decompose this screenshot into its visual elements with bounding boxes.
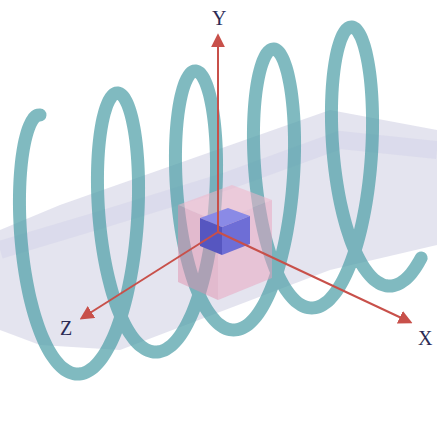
axis-label: X bbox=[418, 328, 432, 348]
outer-cube bbox=[178, 185, 272, 300]
helix-ribbon bbox=[19, 27, 421, 374]
helix-path bbox=[19, 27, 421, 374]
axes bbox=[82, 36, 410, 322]
inner-cube bbox=[200, 208, 250, 255]
axis-label: Z bbox=[60, 318, 72, 338]
axis-label: Y bbox=[212, 8, 226, 28]
